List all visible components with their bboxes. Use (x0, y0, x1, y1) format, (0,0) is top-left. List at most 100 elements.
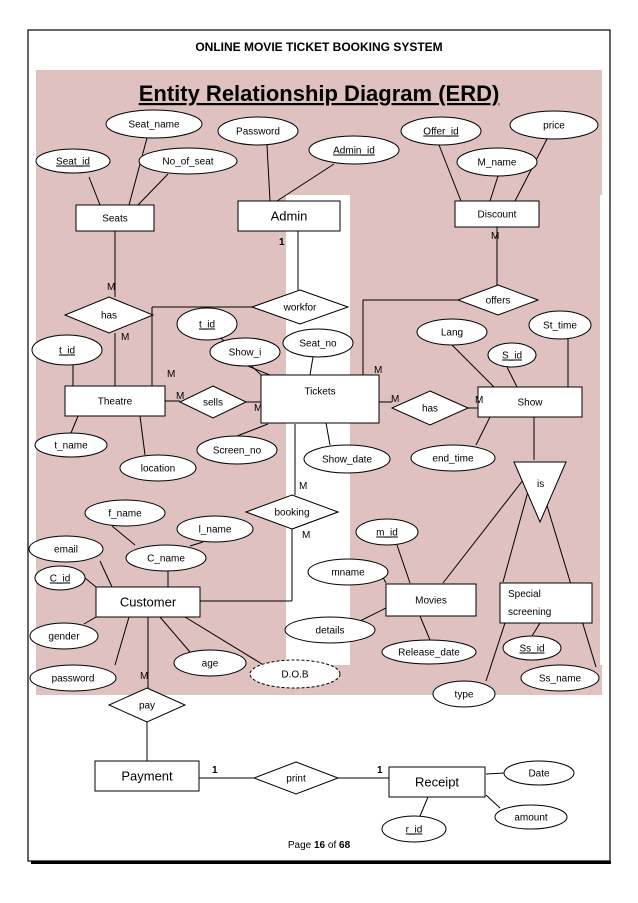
relationship-has-seats: has (63, 296, 155, 334)
relationship-pay: pay (107, 687, 187, 723)
entity-box (75, 204, 155, 232)
node-label: l_name (199, 525, 232, 536)
entity-box (260, 374, 380, 424)
relationship-print: print (252, 761, 340, 795)
attribute-date: Date (503, 760, 575, 786)
node-label: location (141, 464, 175, 475)
attribute-ellipse (456, 147, 538, 177)
attribute-ellipse (509, 110, 599, 140)
relationship-diamond (456, 284, 540, 316)
attribute-ellipse (119, 454, 197, 482)
attribute-ellipse (416, 318, 488, 346)
attribute-st-time: St_time (528, 310, 592, 340)
connector-line (114, 616, 130, 666)
entity-box (388, 766, 486, 798)
node-label: Receipt (415, 775, 459, 790)
attribute-screen-no: Screen_no (196, 435, 278, 465)
attribute-show-date: Show_date (303, 444, 391, 474)
attribute-ellipse (308, 135, 400, 165)
node-label: type (455, 690, 474, 701)
node-label: age (202, 659, 219, 670)
connector-line (159, 616, 191, 653)
node-label: M_name (478, 158, 517, 169)
node-label: workfor (283, 303, 317, 314)
attribute-ellipse (176, 515, 254, 543)
node-label: Password (236, 127, 280, 138)
cardinality-label: M (176, 391, 184, 402)
attribute-ellipse (217, 116, 299, 146)
specialization-is: is (513, 461, 567, 524)
node-label: Payment (121, 769, 173, 784)
attribute-c-name: C_name (125, 544, 207, 572)
connector-line (276, 163, 335, 202)
attribute-ellipse (34, 565, 86, 591)
node-label: password (52, 674, 95, 685)
attribute-password-admin: Password (217, 116, 299, 146)
node-label: print (286, 774, 306, 785)
connector-line (451, 344, 496, 389)
relationship-diamond (390, 390, 470, 426)
connector-line (325, 422, 331, 446)
attribute-ellipse (138, 147, 238, 175)
attribute-ellipse (381, 815, 447, 843)
attribute-t-id-ticket: t_id (176, 307, 238, 341)
node-label: S_id (502, 351, 522, 362)
attribute-seat-no: Seat_no (282, 328, 354, 358)
node-label: Customer (120, 595, 177, 610)
cardinality-label: M (107, 282, 115, 293)
entity-box (94, 760, 200, 792)
footer-page: 16 (314, 840, 326, 851)
entity-movies: Movies (385, 583, 477, 617)
entity-tickets: Tickets (260, 374, 380, 424)
attribute-seat-name: Seat_name (105, 109, 203, 139)
attribute-ellipse (502, 635, 562, 661)
attribute-r-id: r_id (381, 815, 447, 843)
relationship-diamond (178, 385, 248, 419)
connector-line (128, 137, 148, 206)
node-label: Seat_id (56, 157, 90, 168)
cardinality-label: M (491, 231, 499, 242)
node-label: is (537, 479, 544, 490)
attribute-ellipse (176, 307, 238, 341)
entity-label-line1: Special (508, 589, 541, 600)
attribute-s-id: S_id (487, 342, 537, 368)
attribute-t-id-theatre: t_id (31, 334, 103, 366)
attribute-price: price (509, 110, 599, 140)
cardinality-label: M (374, 365, 382, 376)
node-label: Admin (271, 209, 308, 224)
attribute-end-time: end_time (410, 444, 496, 472)
page-chrome: ONLINE MOVIE TICKET BOOKING SYSTEM Entit… (27, 29, 611, 864)
attribute-ellipse (487, 342, 537, 368)
cardinality-label: M (140, 671, 148, 682)
node-label: r_id (406, 825, 423, 836)
attribute-ss-id: Ss_id (502, 635, 562, 661)
connector-line (88, 176, 101, 206)
relationship-sells: sells (178, 385, 248, 419)
node-label: gender (48, 632, 80, 643)
attribute-ellipse (432, 680, 496, 708)
cardinality-label: M (475, 395, 483, 406)
attribute-ellipse (520, 664, 600, 692)
attribute-ellipse (503, 760, 575, 786)
attribute-dob: D.O.B (249, 659, 341, 689)
node-label: t_name (54, 441, 88, 452)
relationship-has-show: has (390, 390, 470, 426)
attribute-location: location (119, 454, 197, 482)
entity-receipt: Receipt (388, 766, 486, 798)
attribute-gender: gender (29, 622, 99, 650)
node-label: Show (517, 398, 543, 409)
entity-show: Show (477, 386, 583, 418)
entity-box (454, 200, 540, 228)
attribute-ellipse (249, 659, 341, 689)
node-label: has (422, 404, 438, 415)
cardinality-label: M (299, 481, 307, 492)
connector-line (236, 423, 269, 437)
node-label: Lang (441, 328, 463, 339)
node-label: Screen_no (213, 446, 262, 457)
relationship-diamond (244, 494, 340, 530)
attribute-c-id: C_id (34, 565, 86, 591)
attribute-m-id: m_id (355, 518, 419, 546)
connector-line (111, 525, 136, 546)
